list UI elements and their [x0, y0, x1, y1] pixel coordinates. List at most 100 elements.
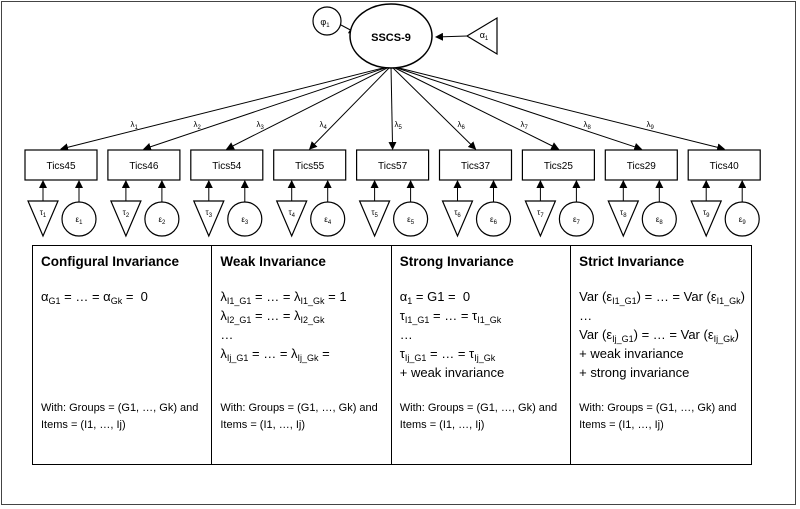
loading-label: λ7	[521, 120, 529, 131]
configural-with-note: With: Groups = (G1, …, Gk) and Items = (…	[41, 400, 207, 434]
residual-label: ε7	[573, 215, 581, 226]
strong-with-line-1: With: Groups = (G1, …, Gk) and	[399, 402, 558, 414]
strict-with-note: With: Groups = (G1, …, Gk) and Items = (…	[579, 400, 747, 434]
loading-label: λ6	[458, 120, 466, 131]
configural-with-line-1: With: Groups = (G1, …, Gk) and	[41, 402, 199, 414]
strong-equation-1: α1 = G1 = 0	[399, 289, 471, 306]
intercept-label: τ1	[40, 208, 47, 219]
alpha-mean-node	[465, 16, 498, 56]
intercept-label: τ3	[206, 208, 213, 219]
strict-with-line-2: Items = (I1, …, Ij)	[579, 419, 664, 431]
alpha-label: α1	[480, 30, 489, 42]
loading-arrow	[390, 65, 726, 152]
weak-with-line-1: With: Groups = (G1, …, Gk) and	[220, 402, 378, 414]
loading-label: λ9	[647, 120, 655, 131]
loading-label: λ8	[584, 120, 592, 131]
latent-factor-node	[349, 3, 433, 69]
strong-invariance-panel: Strong Invariance α1 = G1 = 0 τI1_G1 = ……	[392, 246, 572, 464]
phi-label: φ1	[320, 17, 330, 29]
intercept-label: τ8	[620, 208, 627, 219]
strong-with-line-2: Items = (I1, …, Ij)	[399, 419, 485, 431]
configural-invariance-title: Configural Invariance	[41, 254, 180, 269]
strict-plus-weak: + weak invariance	[579, 346, 684, 361]
strong-with-note: With: Groups = (G1, …, Gk) and Items = (…	[400, 400, 566, 434]
item-label: Tics55	[295, 161, 325, 172]
item-box	[438, 149, 513, 181]
loading-label: λ4	[320, 120, 328, 131]
loading-arrow	[142, 65, 392, 151]
loading-arrow	[390, 65, 643, 151]
item-indicators: Tics45 τ1 ε1 Tics46 τ2 ε2 Tics54 τ3 ε3 Tics55 τ4 ε4…	[24, 149, 761, 238]
strong-equation-2: τI1_G1 = … = τI1_Gk	[399, 308, 502, 325]
configural-equation: αG1 = … = αGk = 0	[41, 289, 148, 306]
item-box	[24, 149, 98, 181]
strict-equation-ellipsis: …	[579, 308, 593, 323]
item-label: Tics29	[627, 161, 657, 172]
item-box	[190, 149, 264, 181]
item-label: Tics45	[46, 161, 76, 172]
loading-label: λ2	[194, 120, 202, 131]
loading-arrow	[390, 65, 560, 150]
item-box	[273, 149, 347, 181]
strict-equation-2: Var (εIj_G1) = … = Var (εIj_Gk)	[579, 327, 739, 344]
weak-equation-ellipsis: …	[220, 327, 234, 342]
residual-label: ε3	[241, 215, 249, 226]
intercept-label: τ6	[454, 208, 461, 219]
intercept-label: τ9	[703, 208, 710, 219]
residual-label: ε8	[656, 215, 664, 226]
residual-label: ε2	[158, 215, 166, 226]
weak-with-note: With: Groups = (G1, …, Gk) and Items = (…	[220, 400, 386, 434]
weak-invariance-title: Weak Invariance	[220, 254, 326, 269]
loading-label: λ3	[257, 120, 265, 131]
item-label: Tics54	[212, 161, 242, 172]
weak-equation-2: λI2_G1 = … = λI2_Gk	[220, 308, 325, 325]
item-box	[687, 149, 761, 181]
item-box	[521, 149, 596, 181]
loading-arrow	[309, 65, 392, 150]
item-box	[604, 149, 678, 181]
loading-arrow	[388, 65, 397, 150]
strict-invariance-panel: Strict Invariance Var (εI1_G1) = … = Var…	[571, 246, 751, 464]
weak-equation-3: λIj_G1 = … = λIj_Gk =	[220, 346, 330, 363]
latent-factor-label: SSCS-9	[371, 32, 411, 44]
intercept-label: τ7	[537, 208, 544, 219]
item-label: Tics57	[378, 161, 408, 172]
loading-label: λ5	[395, 120, 403, 131]
strict-with-line-1: With: Groups = (G1, …, Gk) and	[579, 402, 737, 414]
residual-label: ε5	[407, 215, 415, 226]
strict-equation-1: Var (εI1_G1) = … = Var (εI1_Gk)	[579, 289, 745, 306]
residual-label: ε1	[76, 215, 84, 226]
intercept-label: τ2	[123, 208, 130, 219]
configural-with-line-2: Items = (I1, …, Ij)	[41, 419, 126, 431]
item-label: Tics25	[544, 161, 574, 172]
strong-invariance-title: Strong Invariance	[399, 254, 514, 269]
residual-label: ε6	[490, 215, 498, 226]
alpha-arrow	[435, 32, 468, 41]
intercept-label: τ4	[288, 208, 295, 219]
strict-plus-strong: + strong invariance	[579, 365, 690, 380]
weak-with-line-2: Items = (I1, …, Ij)	[220, 419, 306, 431]
item-label: Tics46	[129, 161, 159, 172]
residual-label: ε4	[324, 215, 332, 226]
item-label: Tics37	[461, 161, 491, 172]
residual-label: ε9	[739, 215, 747, 226]
strict-invariance-title: Strict Invariance	[579, 254, 685, 269]
loading-arrow	[60, 65, 392, 152]
invariance-panels: Configural Invariance αG1 = … = αGk = 0 …	[32, 245, 752, 465]
weak-invariance-panel: Weak Invariance λI1_G1 = … = λI1_Gk = 1 …	[212, 246, 392, 464]
loading-arrow	[225, 65, 392, 150]
loading-label: λ1	[131, 120, 139, 131]
weak-equation-1: λI1_G1 = … = λI1_Gk = 1	[220, 289, 347, 306]
strong-equation-ellipsis: …	[399, 327, 413, 342]
strong-plus-weak: + weak invariance	[399, 365, 505, 380]
configural-invariance-panel: Configural Invariance αG1 = … = αGk = 0 …	[33, 246, 213, 464]
phi-variance-node	[312, 6, 342, 36]
item-box	[107, 149, 181, 181]
loading-paths: λ1 λ2 λ3 λ4 λ5 λ6 λ7 λ8 λ9	[60, 65, 726, 152]
item-box	[356, 149, 430, 181]
loading-arrow	[390, 65, 477, 150]
intercept-label: τ5	[371, 208, 378, 219]
item-label: Tics40	[710, 161, 740, 172]
